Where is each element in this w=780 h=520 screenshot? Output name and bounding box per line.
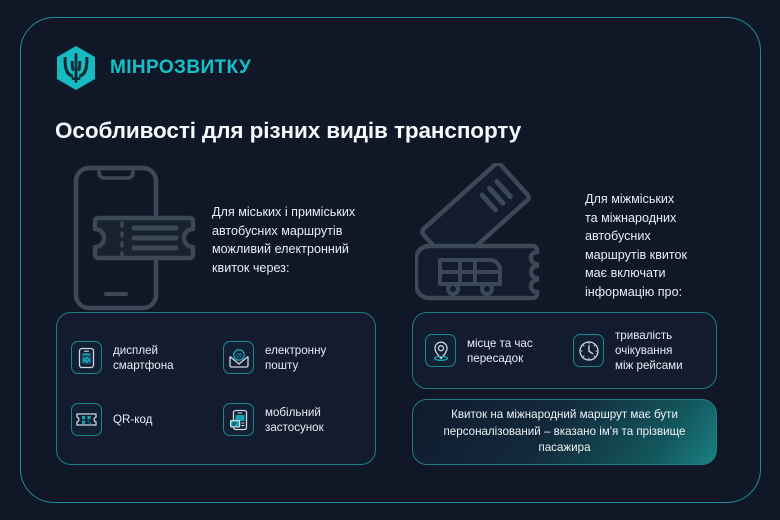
features-card-intercity: місце та час пересадок тривалість очікув… [412,312,717,389]
brand-logo: МІНРОЗВИТКУ [55,45,251,91]
description-intercity: Для міжміських та міжнародних автобусних… [585,192,688,299]
smartphone-display-icon [71,341,102,374]
smartphone-ticket-illustration [73,165,196,311]
feature-label: мобільний застосунок [265,405,324,434]
svg-text:@: @ [235,352,242,359]
personalization-note-banner: Квиток на міжнародний маршрут має бути п… [412,399,717,465]
features-card-urban: дисплей смартфона @ електронну пошту [56,312,376,465]
page-title: Особливості для різних видів транспорту [55,118,522,143]
bus-tickets-illustration [415,163,540,301]
clock-icon [573,334,604,367]
feature-label: дисплей смартфона [113,343,174,372]
feature-transfer-place-time[interactable]: місце та час пересадок [425,323,573,379]
brand-name: МІНРОЗВИТКУ [110,57,252,78]
feature-smartphone-display[interactable]: дисплей смартфона [71,330,223,386]
description-urban: Для міських і приміських автобусних марш… [212,205,356,275]
feature-qr-code[interactable]: QR-код [71,392,223,448]
feature-mobile-app[interactable]: мобільний застосунок [223,392,375,448]
feature-email[interactable]: @ електронну пошту [223,330,375,386]
trident-hexagon-icon [57,46,95,90]
feature-label: тривалість очікування між рейсами [615,329,683,372]
mobile-app-icon [223,403,254,436]
feature-label: місце та час пересадок [467,336,533,365]
note-text: Квиток на міжнародний маршрут має бути п… [443,408,686,455]
email-at-envelope-icon: @ [223,341,254,374]
feature-waiting-duration[interactable]: тривалість очікування між рейсами [573,323,721,379]
qr-code-ticket-icon [71,403,102,436]
feature-label: QR-код [113,413,153,426]
map-pin-icon [425,334,456,367]
feature-label: електронну пошту [265,343,327,372]
